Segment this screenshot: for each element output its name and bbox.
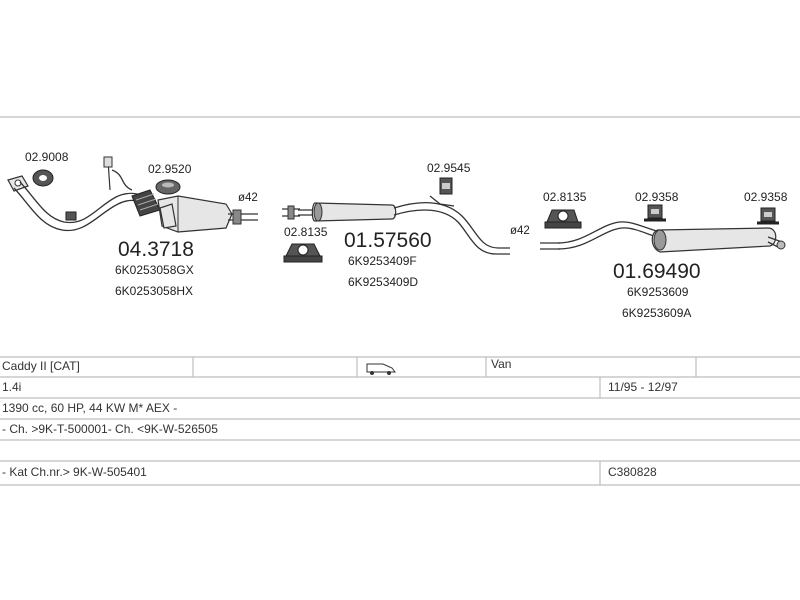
hanger-number: 02.9008 — [25, 150, 69, 164]
hanger-number: 02.8135 — [543, 190, 587, 204]
centre-silencer-oem-2: 6K9253409D — [348, 275, 418, 289]
hanger-icon — [439, 177, 453, 195]
hanger-number: 02.9358 — [744, 190, 788, 204]
diameter-label: ø42 — [510, 225, 530, 237]
hanger-icon — [155, 179, 181, 195]
front-pipe-number: 04.3718 — [118, 238, 194, 261]
centre-silencer-number: 01.57560 — [344, 229, 432, 252]
centre-silencer-drawing — [282, 202, 510, 255]
rear-silencer-oem-1: 6K9253609 — [627, 285, 689, 299]
front-pipe-oem-1: 6K0253058GX — [115, 263, 194, 277]
engine-spec: 1390 cc, 60 HP, 44 KW M* AEX - — [2, 401, 177, 415]
hanger-number: 02.9545 — [427, 161, 471, 175]
front-pipe-oem-2: 6K0253058HX — [115, 284, 193, 298]
engine-size: 1.4i — [2, 380, 21, 394]
centre-silencer-oem-1: 6K9253409F — [348, 254, 417, 268]
hanger-number: 02.9520 — [148, 162, 192, 176]
diameter-label: ø42 — [238, 192, 258, 204]
hanger-number: 02.8135 — [284, 225, 328, 239]
system-code: C380828 — [608, 465, 657, 479]
rear-silencer-oem-2: 6K9253609A — [622, 306, 691, 320]
catalyst-note: - Kat Ch.nr.> 9K-W-505401 — [2, 465, 147, 479]
vehicle-info-table — [0, 356, 800, 486]
rear-silencer-number: 01.69490 — [613, 260, 701, 283]
production-years: 11/95 - 12/97 — [608, 380, 678, 394]
hanger-icon — [757, 207, 779, 225]
vehicle-model: Caddy II [CAT] — [2, 359, 80, 373]
body-type: Van — [491, 357, 511, 371]
hanger-number: 02.9358 — [635, 190, 679, 204]
hanger-icon — [283, 243, 323, 263]
rear-silencer-drawing — [540, 221, 786, 253]
hanger-icon — [544, 209, 582, 229]
hanger-icon — [644, 204, 666, 222]
chassis-range: - Ch. >9K-T-500001- Ch. <9K-W-526505 — [2, 422, 218, 436]
front-pipe-drawing — [7, 156, 258, 233]
hanger-icon — [32, 169, 54, 187]
van-icon — [366, 363, 396, 375]
